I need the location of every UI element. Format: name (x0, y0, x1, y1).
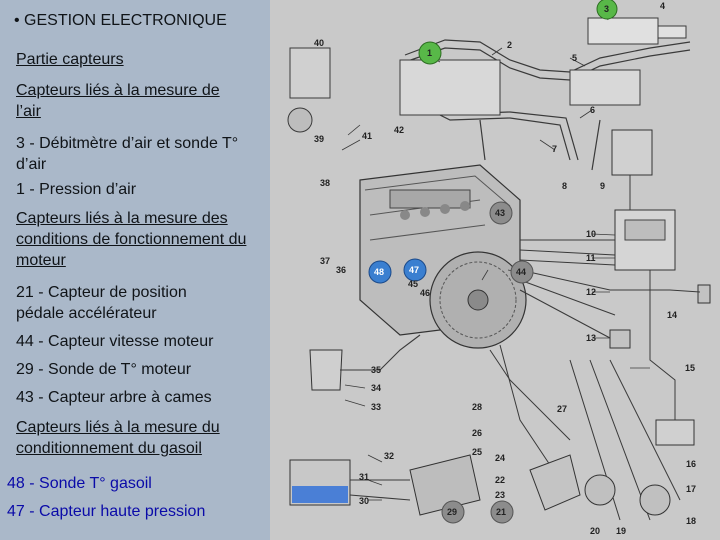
engine-heading: Capteurs liés à la mesure des conditions… (16, 210, 247, 269)
label-46: 46 (420, 288, 430, 298)
sensor-19 (639, 484, 671, 516)
engine-item: 44 - Capteur vitesse moteur (16, 333, 214, 350)
label-37: 37 (320, 256, 330, 266)
label-34: 34 (371, 383, 381, 393)
label-4: 4 (660, 1, 665, 11)
engine-item: 21 - Capteur de position pédale accéléra… (16, 284, 187, 322)
label-42: 42 (394, 125, 404, 135)
label-5: 5 (572, 53, 577, 63)
label-31: 31 (359, 472, 369, 482)
label-20: 20 (590, 526, 600, 536)
label-27: 27 (557, 404, 567, 414)
label-8: 8 (562, 181, 567, 191)
intercooler (399, 59, 501, 116)
label-10: 10 (586, 229, 596, 239)
section-heading: Partie capteurs (16, 51, 124, 68)
label-38: 38 (320, 178, 330, 188)
connector-14 (697, 284, 711, 304)
label-24: 24 (495, 453, 505, 463)
engine-diagram-svg: 1 3 48 47 43 44 29 21 2 4 5 6 7 8 9 10 1… (270, 0, 720, 540)
label-47: 47 (409, 265, 419, 275)
air-flow-meter (587, 17, 659, 45)
battery (655, 419, 695, 446)
fuel-filter (309, 349, 343, 391)
wiring-harness (489, 175, 701, 521)
injection-pump (409, 454, 481, 516)
label-44: 44 (516, 267, 526, 277)
vacuum-pump (289, 47, 331, 99)
fuel-item: 47 - Capteur haute pression (7, 503, 206, 520)
accelerator-pedal (529, 454, 581, 511)
air-flow-meter-outlet (657, 25, 687, 39)
brake-switch (609, 329, 631, 349)
label-19: 19 (616, 526, 626, 536)
badge-44 (510, 260, 534, 284)
text-panel: • GESTION ELECTRONIQUE Partie capteurs C… (0, 0, 270, 540)
flywheel-teeth (439, 261, 517, 339)
label-7: 7 (552, 144, 557, 154)
engine-item: 43 - Capteur arbre à cames (16, 389, 212, 406)
badge-1 (418, 41, 442, 65)
fuel-heading: Capteurs liés à la mesure du conditionne… (16, 419, 220, 457)
label-39: 39 (314, 134, 324, 144)
engine-item: 29 - Sonde de T° moteur (16, 361, 192, 378)
label-45: 45 (408, 279, 418, 289)
ecu-connector (624, 219, 666, 241)
label-26: 26 (472, 428, 482, 438)
label-40: 40 (314, 38, 324, 48)
label-3: 3 (604, 4, 609, 14)
label-18: 18 (686, 516, 696, 526)
label-22: 22 (495, 475, 505, 485)
label-13: 13 (586, 333, 596, 343)
pressure-sensor (584, 474, 616, 506)
slide-title: • GESTION ELECTRONIQUE (14, 12, 227, 29)
air-heading: Capteurs liés à la mesure de l’air (16, 82, 220, 120)
label-11: 11 (586, 253, 596, 263)
label-1: 1 (427, 48, 432, 58)
label-17: 17 (686, 484, 696, 494)
engine-diagram: 1 3 48 47 43 44 29 21 2 4 5 6 7 8 9 10 1… (270, 0, 720, 540)
badge-3 (596, 0, 618, 20)
flywheel-hub (467, 289, 489, 311)
label-12: 12 (586, 287, 596, 297)
label-16: 16 (686, 459, 696, 469)
badge-21 (490, 500, 514, 524)
label-23: 23 (495, 490, 505, 500)
badge-47 (403, 258, 427, 282)
air-item: 1 - Pression d’air (16, 181, 137, 198)
label-43: 43 (495, 208, 505, 218)
label-41: 41 (362, 131, 372, 141)
badge-48 (368, 260, 392, 284)
label-32: 32 (384, 451, 394, 461)
label-48: 48 (374, 267, 384, 277)
relay-unit (611, 129, 653, 176)
label-21: 21 (496, 507, 506, 517)
label-29: 29 (447, 507, 457, 517)
label-6: 6 (590, 105, 595, 115)
fuel-item: 48 - Sonde T° gasoil (7, 475, 152, 492)
exhaust-box (569, 69, 641, 106)
label-15: 15 (685, 363, 695, 373)
label-30: 30 (359, 496, 369, 506)
label-9: 9 (600, 181, 605, 191)
badge-29 (441, 500, 465, 524)
label-28: 28 (472, 402, 482, 412)
badge-43 (489, 201, 513, 225)
label-14: 14 (667, 310, 677, 320)
label-35: 35 (371, 365, 381, 375)
label-36: 36 (336, 265, 346, 275)
label-33: 33 (371, 402, 381, 412)
label-2: 2 (507, 40, 512, 50)
label-25: 25 (472, 447, 482, 457)
fuel-level (292, 486, 348, 503)
pump-head (287, 107, 313, 133)
air-item: 3 - Débitmètre d’air et sonde T° d’air (16, 135, 239, 173)
